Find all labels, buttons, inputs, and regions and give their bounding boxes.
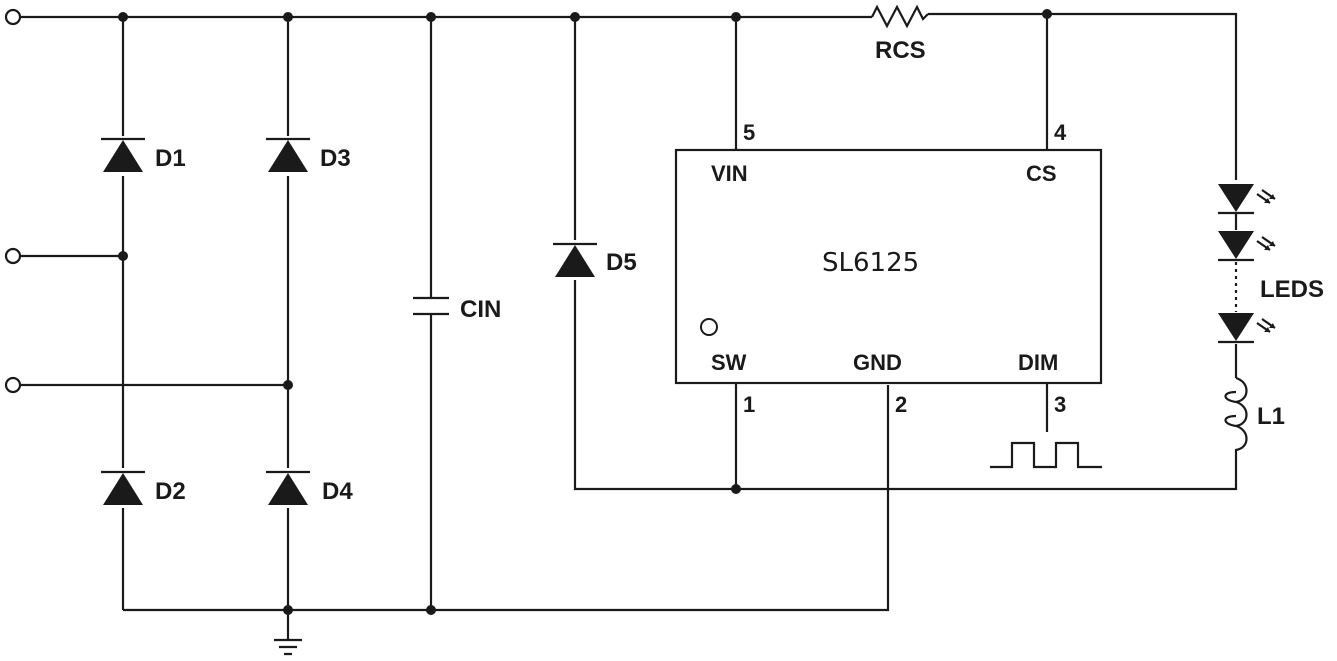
pin-number-cs: 4 [1054,120,1067,145]
input-terminal-low [4,376,22,394]
junction-dot [731,12,741,22]
label-cin: CIN [460,296,501,323]
label-d3: D3 [320,145,351,172]
led-1 [1218,184,1276,215]
junction-dot [426,12,436,22]
diode-d3 [265,136,311,176]
pin-label-gnd: GND [853,350,902,375]
pin-number-dim: 3 [1054,392,1066,417]
top-rail-wire-right [928,12,1238,180]
junction-dot [426,605,436,615]
ic-sl6125 [674,148,1103,385]
ground-rail-wire [123,385,890,612]
pin-number-sw: 1 [743,392,755,417]
diode-d4 [265,468,311,508]
junction-dot [118,251,128,261]
pin1-indicator [700,318,718,336]
pin-label-sw: SW [711,350,747,375]
inductor-l1 [1224,376,1248,452]
pin-number-gnd: 2 [895,392,907,417]
label-leds: LEDS [1260,276,1324,303]
pin-label-cs: CS [1026,161,1057,186]
label-d1: D1 [155,145,186,172]
diode-d1 [100,136,146,176]
junction-dot [1042,9,1052,19]
junction-dot [731,484,741,494]
junction-dot [118,12,128,22]
junction-dot [283,605,293,615]
junction-dot [283,12,293,22]
diode-d5 [552,240,598,280]
label-d2: D2 [155,478,186,505]
pin-label-vin: VIN [711,161,748,186]
junction-dot [570,12,580,22]
diode-d2 [100,468,146,508]
ground-symbol [274,638,302,656]
wires [20,12,1238,640]
input-terminal-top [4,8,22,26]
led-3 [1218,313,1276,344]
pin-label-dim: DIM [1018,350,1058,375]
label-rcs: RCS [875,37,926,64]
input-terminal-mid [4,247,22,265]
capacitor-cin [413,296,449,316]
ic-name: SL6125 [822,248,919,278]
pwm-waveform [990,441,1102,469]
input-terminals [4,8,22,394]
label-d4: D4 [322,478,353,505]
labels: RCS D1 D3 D2 D4 D5 CIN LEDS L1 VIN CS SW… [155,37,1324,505]
label-l1: L1 [1257,403,1285,430]
label-d5: D5 [606,249,637,276]
pin-number-vin: 5 [743,120,755,145]
junction-dots [118,9,1052,615]
junction-dot [283,380,293,390]
resistor-rcs [871,4,929,29]
ic-body [674,148,1103,385]
led-2 [1218,231,1276,262]
